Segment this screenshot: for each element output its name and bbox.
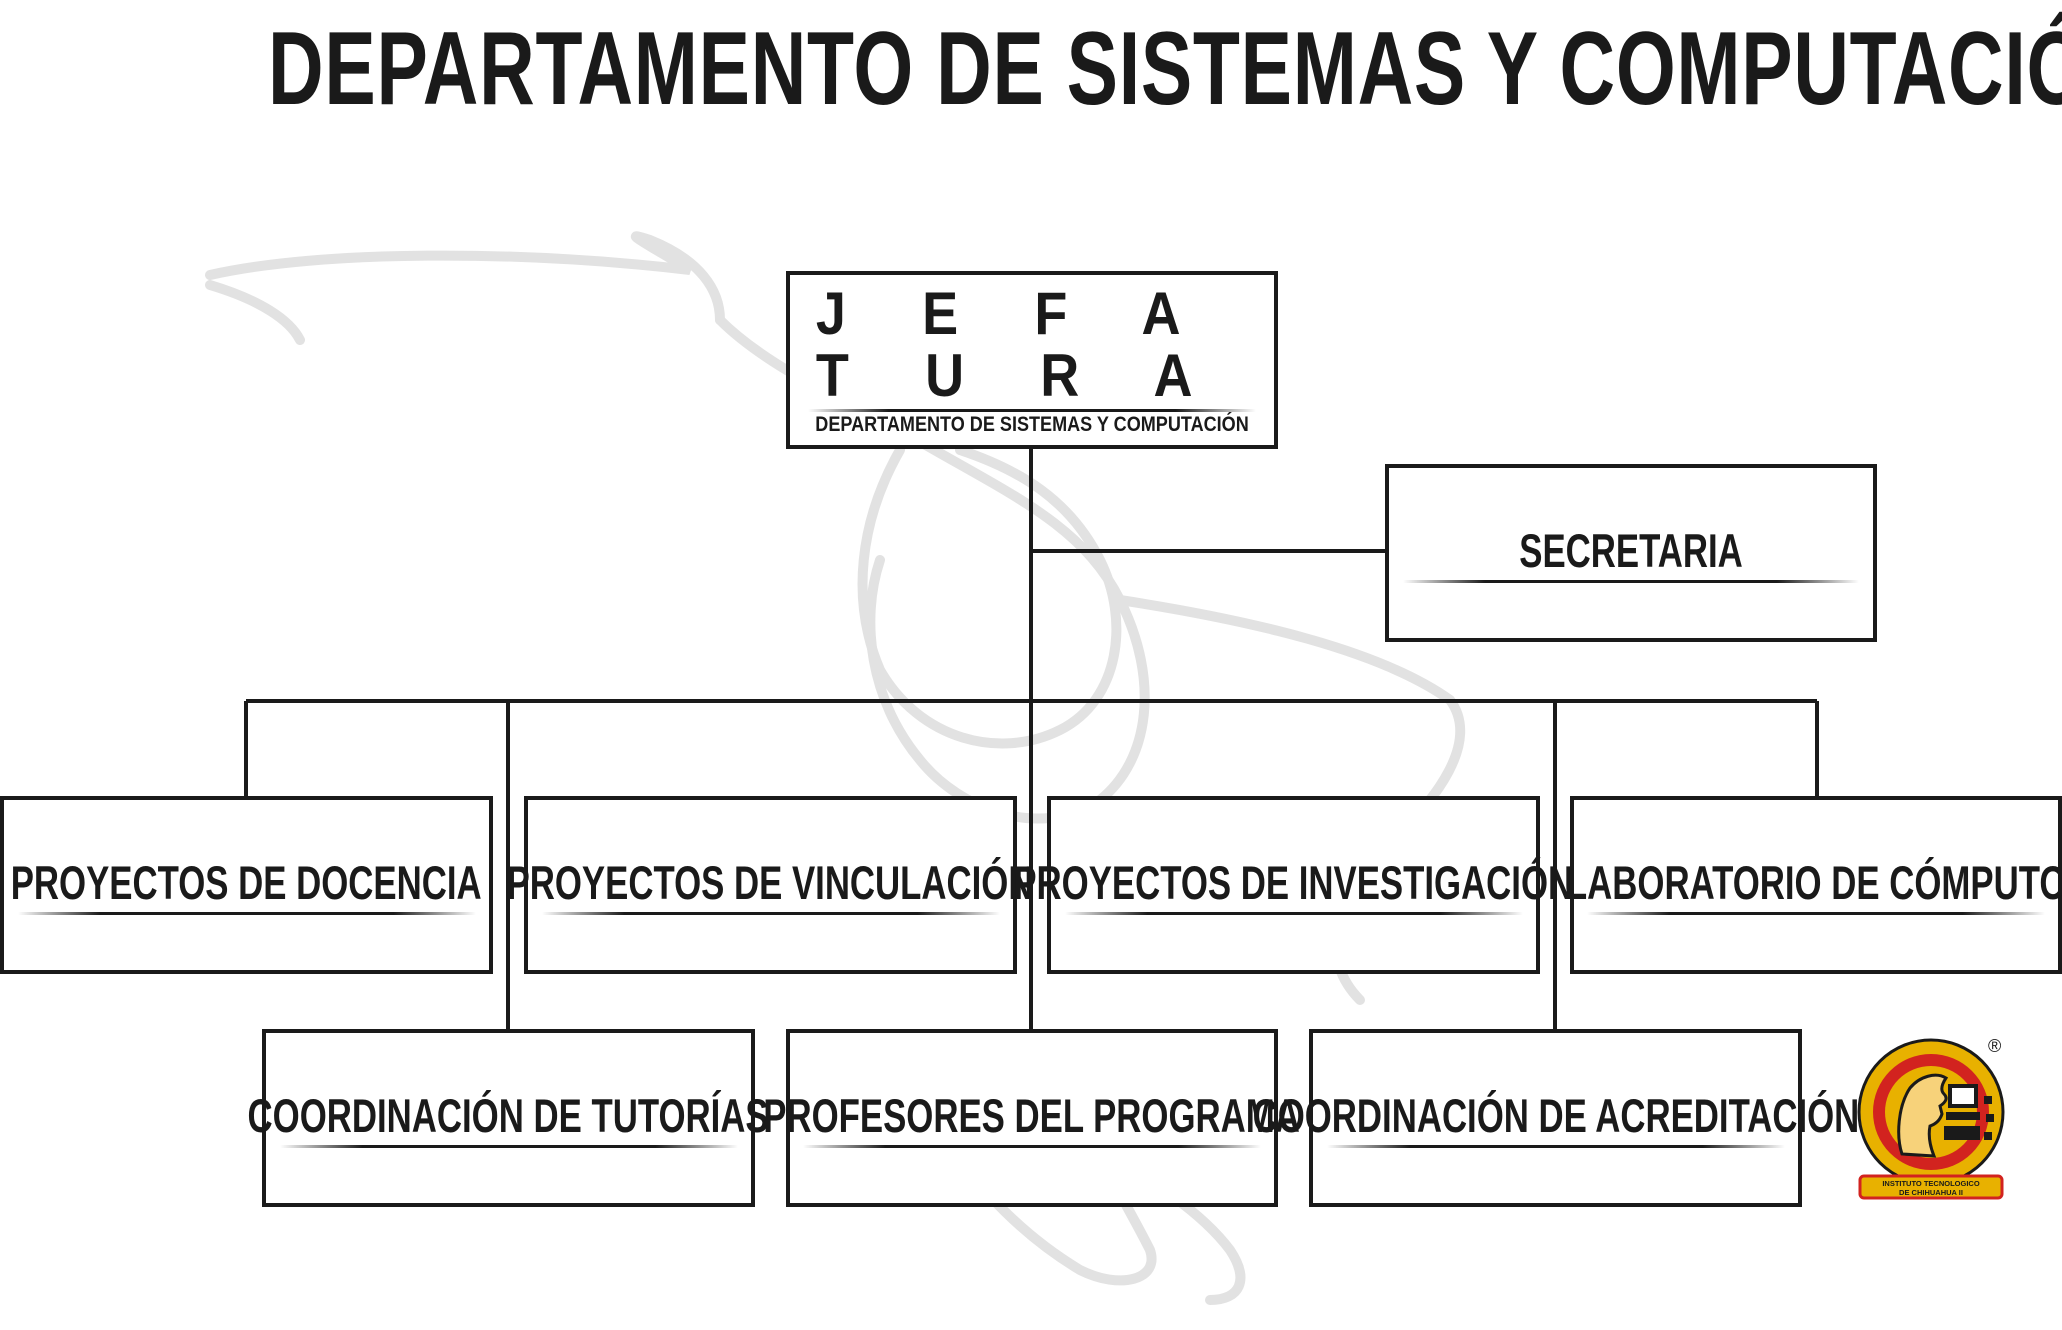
svg-text:DE CHIHUAHUA II: DE CHIHUAHUA II (1899, 1188, 1963, 1197)
proyectos-vinculacion-label: PROYECTOS DE VINCULACIÓN (507, 855, 1034, 909)
coordinacion-tutorias-box: COORDINACIÓN DE TUTORÍAS (248, 1029, 769, 1207)
proyectos-vinculacion-box: PROYECTOS DE VINCULACIÓN (507, 796, 1034, 974)
laboratorio-computo-label: LABORATORIO DE CÓMPUTO (1565, 855, 2062, 909)
jefatura-underline (808, 408, 1256, 412)
coordinacion-tutorias-underline (279, 1144, 738, 1148)
profesores-programa-box: PROFESORES DEL PROGRAMA (764, 1029, 1300, 1207)
proyectos-investigacion-underline (1064, 911, 1523, 915)
proyectos-investigacion-box: PROYECTOS DE INVESTIGACIÓN (1014, 796, 1573, 974)
jefatura-box: J E F A T U R A DEPARTAMENTO DE SISTEMAS… (786, 271, 1278, 449)
coordinacion-acreditacion-label: COORDINACIÓN DE ACREDITACIÓN (1252, 1088, 1859, 1142)
secretaria-box: SECRETARIA (1385, 464, 1877, 642)
secretaria-label: SECRETARIA (1519, 523, 1743, 577)
page-title: DEPARTAMENTO DE SISTEMAS Y COMPUTACIÓN (268, 11, 2062, 127)
proyectos-investigacion-label: PROYECTOS DE INVESTIGACIÓN (1013, 855, 1574, 909)
proyectos-docencia-box: PROYECTOS DE DOCENCIA (0, 796, 493, 974)
proyectos-docencia-label: PROYECTOS DE DOCENCIA (11, 855, 482, 909)
logo-text: INSTITUTO TECNOLOGICO (1882, 1179, 1980, 1188)
registered-mark: ® (1988, 1036, 2002, 1056)
proyectos-vinculacion-underline (541, 911, 1000, 915)
profesores-programa-underline (803, 1144, 1261, 1148)
coordinacion-acreditacion-underline (1326, 1144, 1785, 1148)
institute-logo: INSTITUTO TECNOLOGICO DE CHIHUAHUA II (1857, 1038, 2005, 1200)
laboratorio-computo-underline (1587, 911, 2045, 915)
jefatura-title: J E F A T U R A (815, 279, 1224, 409)
profesores-programa-label: PROFESORES DEL PROGRAMA (763, 1088, 1301, 1142)
proyectos-docencia-underline (17, 911, 476, 915)
secretaria-underline (1403, 579, 1859, 583)
coordinacion-tutorias-label: COORDINACIÓN DE TUTORÍAS (247, 1088, 770, 1142)
coordinacion-acreditacion-box: COORDINACIÓN DE ACREDITACIÓN (1252, 1029, 1859, 1207)
jefatura-subtitle: DEPARTAMENTO DE SISTEMAS Y COMPUTACIÓN (815, 412, 1249, 436)
laboratorio-computo-box: LABORATORIO DE CÓMPUTO (1566, 796, 2062, 974)
